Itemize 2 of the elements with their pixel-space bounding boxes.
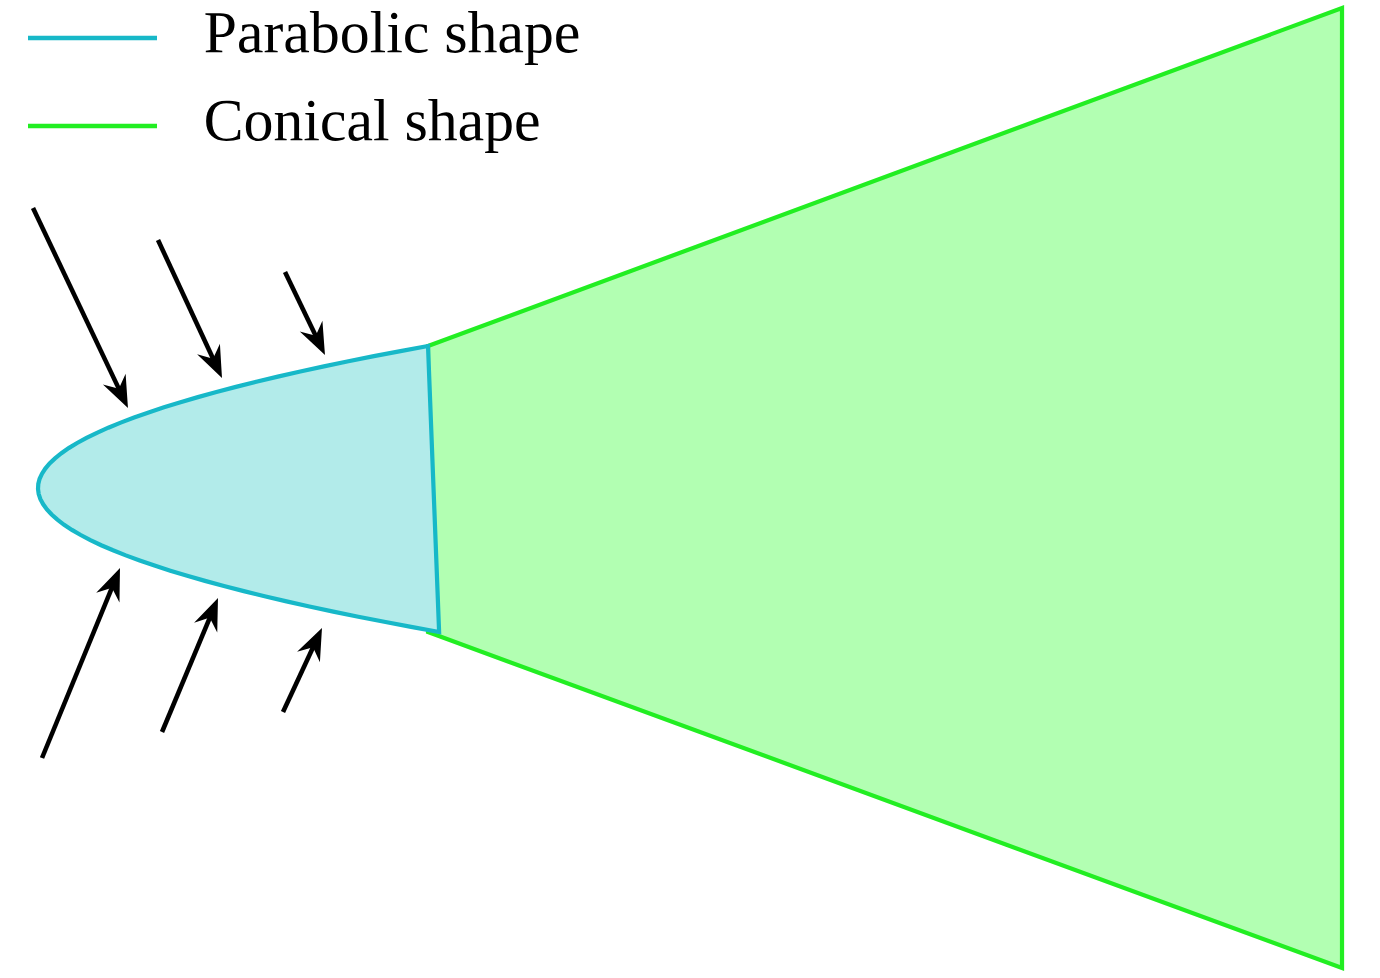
legend-text: Conical shape <box>206 98 539 154</box>
legend-text: Parabolic shape <box>205 10 579 66</box>
